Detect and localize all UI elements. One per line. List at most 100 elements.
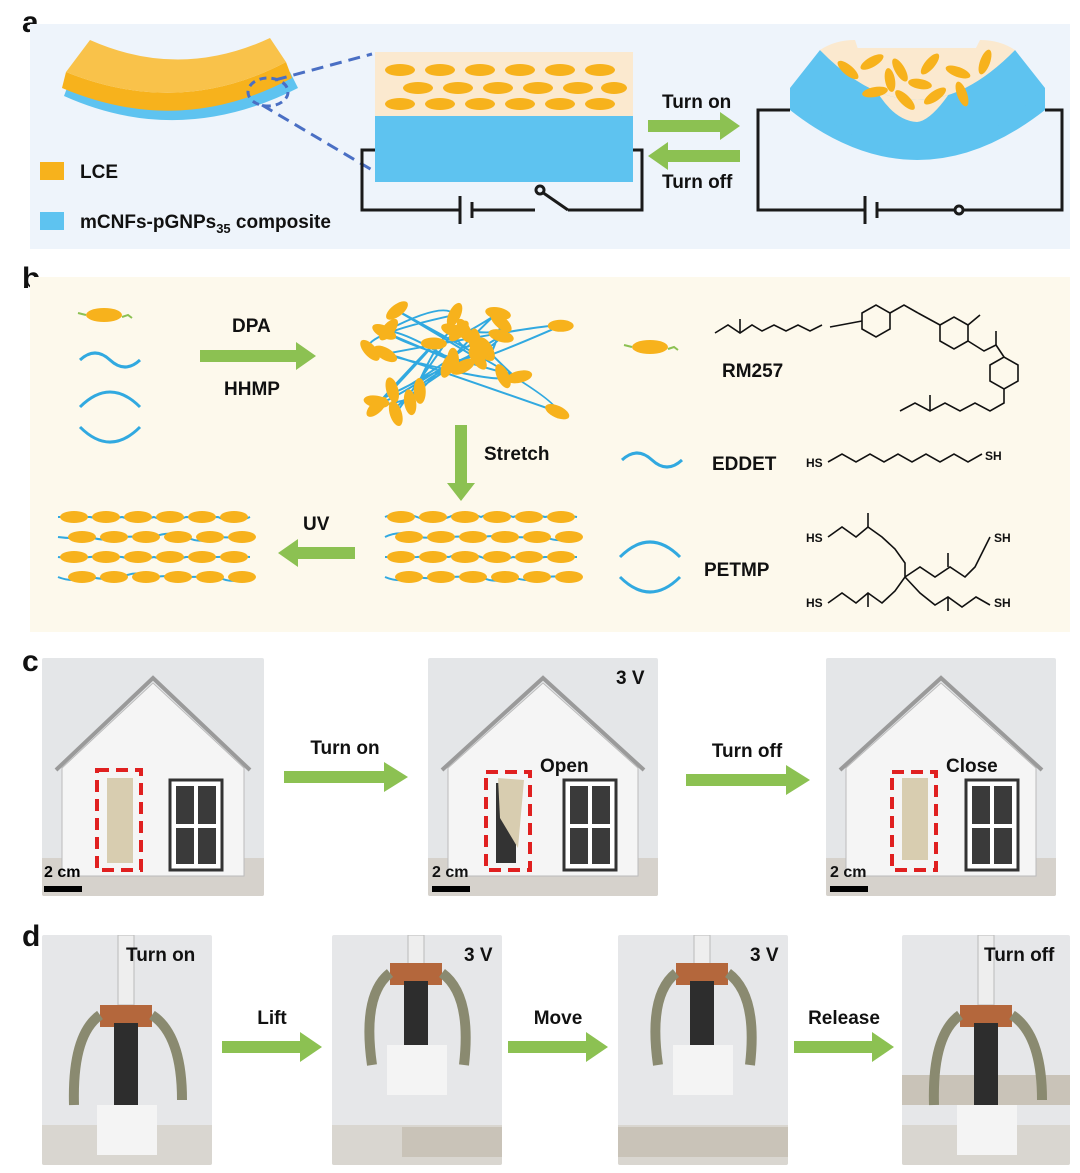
label-open: Open <box>540 756 589 777</box>
label-turn-on-a: Turn on <box>662 92 731 113</box>
photo-gripper-2: 3 V <box>332 935 502 1165</box>
label-dpa: DPA <box>232 316 271 337</box>
mesogen <box>395 571 423 583</box>
arrow-uv <box>278 539 355 567</box>
mesogen <box>403 389 417 416</box>
scale-bar-1: 2 cm <box>44 864 82 892</box>
mesogen <box>506 370 533 384</box>
label-turn-off-c: Turn off <box>711 741 783 762</box>
label-rm257: RM257 <box>722 361 783 382</box>
mesogen <box>448 320 469 342</box>
svg-text:SH: SH <box>994 531 1011 545</box>
mesogen <box>100 531 128 543</box>
mesogen <box>379 318 398 341</box>
mesogen <box>388 400 403 426</box>
eddet-structure <box>827 453 983 463</box>
label-release: Release <box>808 1008 880 1029</box>
voltage-label-c: 3 V <box>616 668 645 689</box>
photo-gripper-3: 3 V <box>618 935 788 1165</box>
mesogen <box>419 551 447 563</box>
mesogen <box>545 404 570 420</box>
label-move: Move <box>533 1008 583 1029</box>
svg-text:HS: HS <box>806 596 823 610</box>
mesogen <box>196 531 224 543</box>
panel-letter-c: c <box>22 645 39 678</box>
mesogen <box>523 571 551 583</box>
mesogen <box>124 511 152 523</box>
mesogen <box>220 551 248 563</box>
arrow-dpa-hhmp <box>200 342 316 370</box>
label-stretch: Stretch <box>484 444 549 465</box>
mesogen <box>515 511 543 523</box>
mesogen <box>468 328 481 355</box>
photo-gripper-1: Turn on <box>42 935 212 1165</box>
photo-house-open: 3 V Open 2 cm <box>428 658 658 896</box>
mesogen <box>547 511 575 523</box>
rm257-structure <box>714 304 1019 412</box>
mesogen <box>478 337 495 361</box>
label-petmp: PETMP <box>704 560 770 581</box>
arrow-turn-on-c <box>284 762 408 792</box>
svg-text:SH: SH <box>994 596 1011 610</box>
voltage-label-d-2: 3 V <box>750 945 779 966</box>
mesogen <box>419 511 447 523</box>
mesogen <box>196 571 224 583</box>
network-chain <box>384 552 578 562</box>
voltage-label-d-1: 3 V <box>464 945 493 966</box>
mesogen <box>68 531 96 543</box>
photo-gripper-4: Turn off <box>902 935 1070 1165</box>
bent-actuator-strip <box>62 38 298 121</box>
panel-b-diagram: DPA HHMP Stretch UV RM257 EDDET PETMP HS… <box>30 277 1070 632</box>
mesogen <box>420 337 447 350</box>
scale-bar-3: 2 cm <box>830 864 868 892</box>
svg-text:SH: SH <box>985 449 1002 463</box>
network-chain <box>384 512 578 522</box>
aligned-network-stretched <box>384 511 583 583</box>
mesogen <box>495 364 511 389</box>
arrow-move <box>508 1032 608 1062</box>
mesogen <box>132 571 160 583</box>
mesogen <box>387 511 415 523</box>
arrow-stretch <box>447 425 475 501</box>
chain-icon <box>78 351 142 369</box>
mesogen <box>156 551 184 563</box>
mesogen <box>488 329 514 343</box>
legend-lce: LCE <box>80 162 118 183</box>
mesogen <box>60 551 88 563</box>
closed-circuit <box>756 108 1064 224</box>
mesogen <box>373 345 398 363</box>
arrow-lift <box>222 1032 322 1062</box>
mesogen <box>547 551 575 563</box>
mesogen <box>60 511 88 523</box>
label-lift: Lift <box>257 1008 287 1029</box>
mesogen <box>413 377 426 404</box>
scale-bar-2: 2 cm <box>432 864 470 892</box>
svg-text:HS: HS <box>806 531 823 545</box>
mesogen <box>164 531 192 543</box>
mesogen <box>491 571 519 583</box>
mesogen <box>555 571 583 583</box>
label-close: Close <box>946 756 998 777</box>
label-turn-off-d: Turn off <box>984 945 1055 966</box>
arrow-turn-off-c <box>686 765 810 795</box>
legend-swatch-lce <box>40 162 64 180</box>
mesogen <box>156 511 184 523</box>
mesogen <box>386 301 408 320</box>
mesogen <box>385 377 399 403</box>
aligned-mesogens-flat <box>385 64 627 110</box>
mesogen <box>164 571 192 583</box>
mesogen <box>228 531 256 543</box>
mesogen <box>555 531 583 543</box>
label-hhmp: HHMP <box>224 379 280 400</box>
mesogen <box>228 571 256 583</box>
label-eddet: EDDET <box>712 454 777 475</box>
mesogen <box>92 551 120 563</box>
mesogen <box>451 551 479 563</box>
network-chain <box>57 515 251 522</box>
mesogen <box>395 531 423 543</box>
mesogen <box>100 571 128 583</box>
panel-a-diagram: LCE mCNFs-pGNPs35 composite Turn on Turn… <box>30 24 1070 249</box>
mesogen <box>459 531 487 543</box>
crosslinker-icon <box>78 390 142 444</box>
mesogen <box>360 339 380 361</box>
